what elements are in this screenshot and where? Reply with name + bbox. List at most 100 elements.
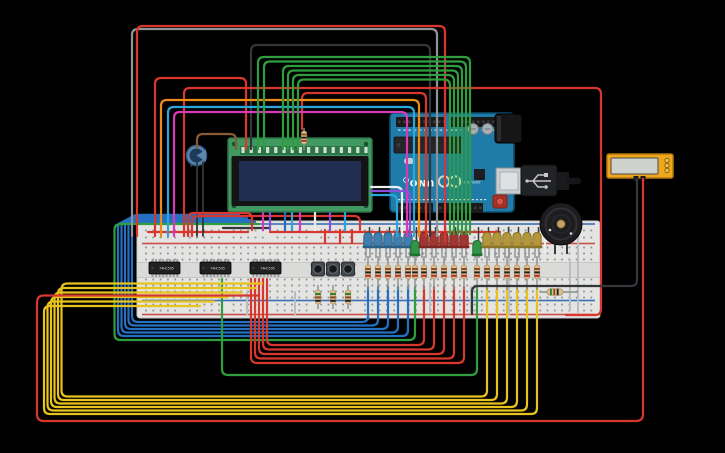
wire-green-5[interactable] <box>291 73 456 236</box>
ic-body[interactable] <box>249 261 282 275</box>
lcd-pin[interactable] <box>290 147 294 153</box>
led-yellow-18[interactable] <box>531 227 543 258</box>
lcd-pin[interactable] <box>266 147 270 153</box>
led-resistor-10[interactable] <box>450 256 458 290</box>
wire-blue-loop-5[interactable] <box>130 213 370 324</box>
wire-magenta-long[interactable] <box>172 110 409 238</box>
ic-74hc595-3[interactable]: 74HC595 <box>249 259 282 277</box>
potentiometer[interactable] <box>185 144 208 168</box>
wire-yellow-loop-2[interactable] <box>46 300 529 412</box>
backlight-resistor[interactable] <box>300 128 308 150</box>
led-dome[interactable] <box>522 231 532 248</box>
wire-red-backlight[interactable] <box>300 91 428 238</box>
wire-green-4[interactable] <box>286 69 460 236</box>
lcd-pin[interactable] <box>274 147 278 153</box>
lcd-pin[interactable] <box>282 147 286 153</box>
led-resistor-1[interactable] <box>364 256 372 290</box>
button-cap[interactable] <box>343 264 354 275</box>
pushbutton-2[interactable] <box>325 261 341 277</box>
wire-red-rail-wrap[interactable] <box>182 86 603 317</box>
led-resistor-16[interactable] <box>513 256 521 290</box>
ic-74hc595-2[interactable]: 74HC595 <box>199 259 232 277</box>
multimeter-dial[interactable] <box>664 162 670 169</box>
wire-red-top[interactable] <box>135 24 447 243</box>
wire-green-loop-1[interactable] <box>113 222 417 342</box>
wire-lcd-cyan[interactable] <box>369 193 399 238</box>
piezo-buzzer[interactable] <box>539 202 583 254</box>
led-resistor-3[interactable] <box>384 256 392 290</box>
led-resistor-12[interactable] <box>473 256 481 290</box>
wire-red-loop-3[interactable] <box>257 277 446 356</box>
led-resistor-11[interactable] <box>460 256 468 290</box>
wire-red-loop-5[interactable] <box>265 277 426 347</box>
ic-body[interactable] <box>148 261 181 275</box>
wire-yellow-loop-5[interactable] <box>56 286 499 402</box>
led-yellow-14[interactable] <box>491 227 503 258</box>
button-resistor-1[interactable] <box>314 285 322 309</box>
led-resistor-14[interactable] <box>493 256 501 290</box>
multimeter-dial[interactable] <box>664 157 670 164</box>
button-cap[interactable] <box>328 264 339 275</box>
pushbutton-3[interactable] <box>340 261 356 277</box>
wire-green-loop-2[interactable] <box>220 277 479 377</box>
led-dome[interactable] <box>459 231 469 248</box>
multimeter[interactable] <box>606 153 674 181</box>
led-blue-3[interactable] <box>382 227 394 258</box>
led-yellow-13[interactable] <box>481 227 493 258</box>
wire-gray-top[interactable] <box>130 27 439 238</box>
led-dome[interactable] <box>363 231 373 248</box>
probe-jack-black[interactable] <box>633 176 639 181</box>
wire-red-under-lcd-b[interactable] <box>190 214 362 238</box>
led-dome[interactable] <box>373 231 383 248</box>
wire-black-lcd-arduino[interactable] <box>249 43 432 238</box>
wire-brown-pot-lcd[interactable] <box>195 132 238 151</box>
lcd-pin[interactable] <box>241 147 245 153</box>
lcd-pin[interactable] <box>348 147 352 153</box>
wire-lcd-purple[interactable] <box>369 189 412 238</box>
led-dome[interactable] <box>502 231 512 248</box>
wire-blue-loop-3[interactable] <box>123 217 390 331</box>
led-dome[interactable] <box>482 231 492 248</box>
led-resistor-13[interactable] <box>483 256 491 290</box>
lcd-pin[interactable] <box>364 147 368 153</box>
led-dome[interactable] <box>532 231 542 248</box>
wire-lcd-white[interactable] <box>369 185 404 238</box>
led-resistor-15[interactable] <box>503 256 511 290</box>
wire-green-3[interactable] <box>281 64 464 236</box>
wire-blue-loop-2[interactable] <box>120 219 400 334</box>
lcd-pin[interactable] <box>257 147 261 153</box>
led-green-12[interactable] <box>471 227 483 258</box>
wire-cyan-long[interactable] <box>166 105 416 238</box>
led-resistor-18[interactable] <box>533 256 541 290</box>
button-resistor-3[interactable] <box>344 285 352 309</box>
led-blue-2[interactable] <box>372 227 384 258</box>
led-dome[interactable] <box>383 231 393 248</box>
ic-74hc595-1[interactable]: 74HC595 <box>148 259 181 277</box>
led-dome[interactable] <box>492 231 502 248</box>
led-resistor-17[interactable] <box>523 256 531 290</box>
lcd-pin[interactable] <box>323 147 327 153</box>
wire-blue-loop-4[interactable] <box>127 215 380 327</box>
led-resistor-9[interactable] <box>440 256 448 290</box>
led-dome[interactable] <box>410 239 420 256</box>
wire-red-lcd-power[interactable] <box>153 76 248 238</box>
wire-red-measure[interactable] <box>35 177 645 423</box>
wire-red-loop-4[interactable] <box>261 277 436 351</box>
wire-red-loop-2[interactable] <box>253 277 456 360</box>
led-green-6[interactable] <box>409 227 421 258</box>
wire-yellow-loop-3[interactable] <box>49 295 519 409</box>
led-resistor-2[interactable] <box>374 256 382 290</box>
led-dome[interactable] <box>512 231 522 248</box>
buzzer-resistor[interactable] <box>540 288 578 296</box>
wire-yellow-loop-4[interactable] <box>53 291 509 405</box>
lcd-pin[interactable] <box>298 147 302 153</box>
led-resistor-7[interactable] <box>420 256 428 290</box>
wire-yellow-loop-6[interactable] <box>60 282 489 398</box>
lcd-pin[interactable] <box>315 147 319 153</box>
wire-orange[interactable] <box>159 98 421 238</box>
led-yellow-15[interactable] <box>501 227 513 258</box>
wire-green-6[interactable] <box>296 78 452 236</box>
led-resistor-5[interactable] <box>404 256 412 290</box>
ic-body[interactable] <box>199 261 232 275</box>
